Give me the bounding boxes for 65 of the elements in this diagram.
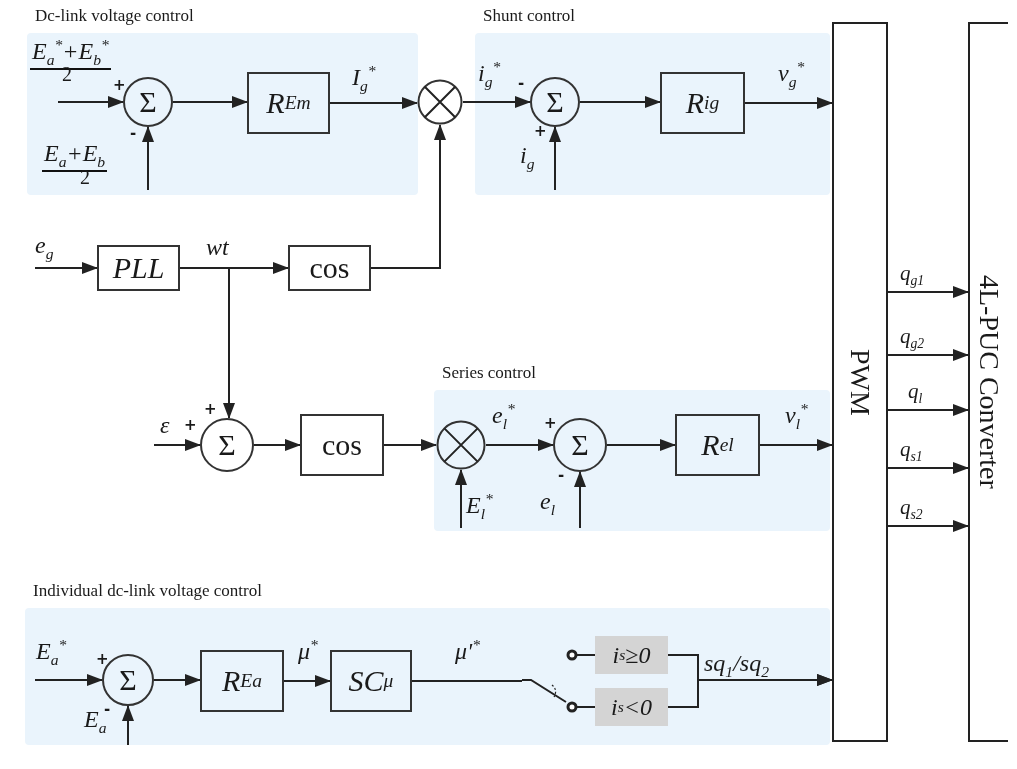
signal-arrow (329, 97, 418, 109)
signal-line (579, 654, 596, 656)
signal-label: q$_{g2}$ (900, 325, 925, 352)
signal-arrow (887, 520, 969, 532)
signal-arrow (606, 439, 676, 451)
signal-arrow (283, 675, 331, 687)
signal-arrow (667, 674, 833, 708)
signal-arrow (370, 124, 446, 269)
converter-block: 4L-PUC Converter (968, 22, 1008, 742)
panel-heading: Dc-link voltage control (35, 6, 194, 26)
signal-label: q$_{s2}$ (900, 496, 923, 523)
signal-arrow (153, 674, 201, 686)
signal-line (579, 706, 596, 708)
transfer-block: cos (288, 245, 371, 291)
signal-line (411, 680, 523, 682)
sign-label: - (518, 74, 525, 92)
signal-label: E$_{a}$+E$_{b}$ (42, 140, 108, 172)
sign-label: + (113, 76, 126, 94)
signal-arrow (383, 439, 437, 451)
multiplier-symbol (436, 420, 486, 470)
signal-arrow (887, 462, 969, 474)
signal-label: e$_{l}$ (540, 488, 555, 518)
signal-arrow (887, 349, 969, 361)
signal-label: μ'$^{*}$ (455, 636, 480, 665)
summing-junction: Σ (123, 77, 173, 127)
signal-arrow (485, 439, 554, 451)
signal-arrow (462, 96, 531, 108)
transfer-block: cos (300, 414, 384, 476)
signal-arrow (579, 96, 661, 108)
signal-arrow (122, 705, 134, 746)
pwm-block: PWM (832, 22, 888, 742)
signal-label: i$_{g}$ (520, 142, 535, 172)
signal-arrow (549, 126, 561, 191)
summing-junction: Σ (200, 418, 254, 472)
signal-arrow (153, 439, 201, 451)
panel-heading: Shunt control (483, 6, 576, 26)
summing-junction: Σ (530, 77, 580, 127)
signal-arrow (57, 96, 124, 108)
multiplier-symbol (417, 79, 463, 125)
signal-arrow (172, 96, 248, 108)
signal-label: μ$^{*}$ (298, 636, 318, 665)
signal-label: q$_{l}$ (908, 380, 923, 407)
signal-arrow (759, 439, 833, 451)
sign-label: + (204, 400, 217, 418)
signal-arrow (887, 404, 969, 416)
transfer-block: PLL (97, 245, 180, 291)
signal-label: ε (160, 412, 170, 439)
sign-label: - (130, 124, 137, 142)
signal-arrow (574, 471, 586, 529)
signal-arrow (34, 674, 103, 686)
signal-label: e$_{g}$ (35, 232, 54, 262)
panel-heading: Individual dc-link voltage control (33, 581, 262, 601)
signal-arrow (455, 469, 467, 529)
signal-arrow (253, 439, 301, 451)
signal-label: wt (206, 234, 229, 261)
signal-label: sq$_{1}$/sq$_{2}$ (704, 650, 769, 680)
signal-arrow (887, 286, 969, 298)
signal-arrow (142, 126, 154, 191)
signal-arrow (179, 267, 235, 419)
signal-label: q$_{s1}$ (900, 438, 923, 465)
sign-label: + (184, 416, 197, 434)
signal-arrow (744, 97, 833, 109)
signal-arrow (34, 262, 98, 274)
panel-heading: Series control (442, 363, 536, 383)
signal-label: q$_{g1}$ (900, 262, 925, 289)
